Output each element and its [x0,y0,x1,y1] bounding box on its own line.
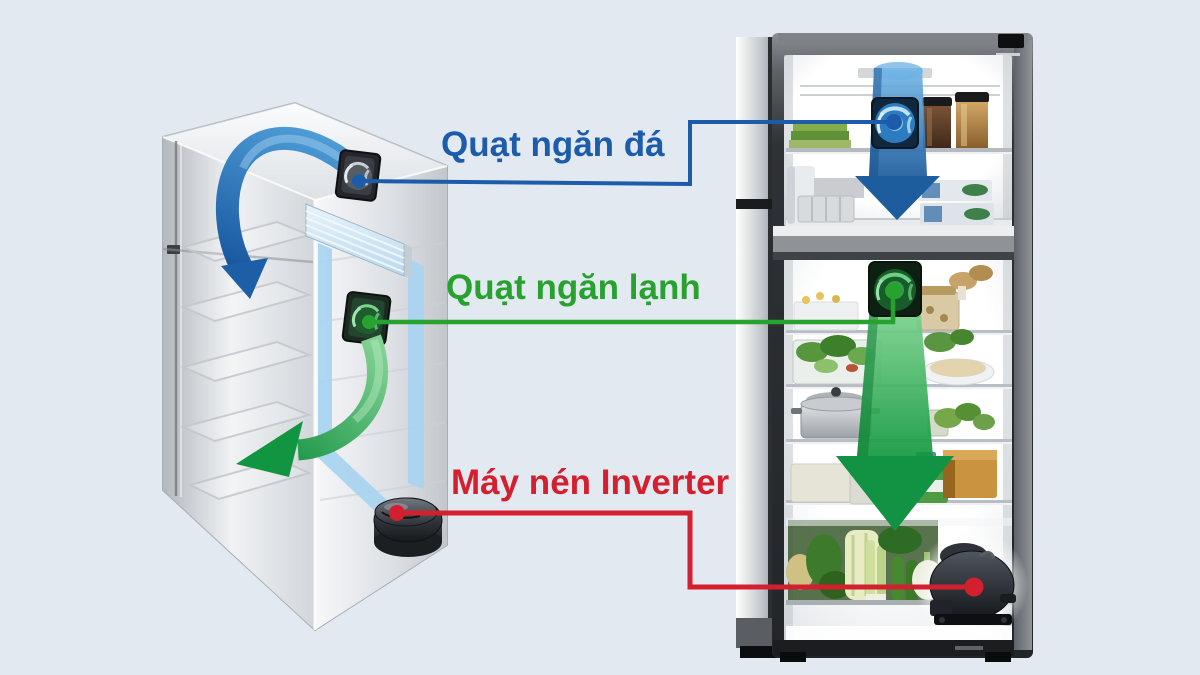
freezer-compartment [784,55,1012,228]
callout-dot [352,174,366,188]
callout-dot [389,505,405,521]
callout-connectors [352,114,984,597]
door-hinge [998,34,1024,48]
callout-dot [964,577,984,597]
label-cooler-fan: Quạt ngăn lạnh [446,268,701,307]
cooler-airflow-arrow [236,334,388,477]
label-compressor: Máy nén Inverter [451,463,730,502]
freezer-arrowhead [855,176,940,220]
callout-dot [886,114,902,130]
open-door-edge [736,37,802,658]
freezer-food [787,92,994,225]
photo-fridge [736,33,1033,662]
callout-dot [885,283,901,299]
cooler-airflow-ribbon [836,305,954,531]
freezer-airflow-arrow [215,126,351,299]
callout-dot [362,315,376,329]
air-ducts [312,243,424,514]
compressor-connector-line [397,510,973,590]
evaporator [305,203,412,279]
label-freezer-fan: Quạt ngăn đá [441,125,665,164]
compartment-divider [773,226,1014,260]
compressor-icon [373,497,443,557]
freezer-fan-connector-line [358,120,893,187]
cooler-fan-connector-line [369,293,896,325]
